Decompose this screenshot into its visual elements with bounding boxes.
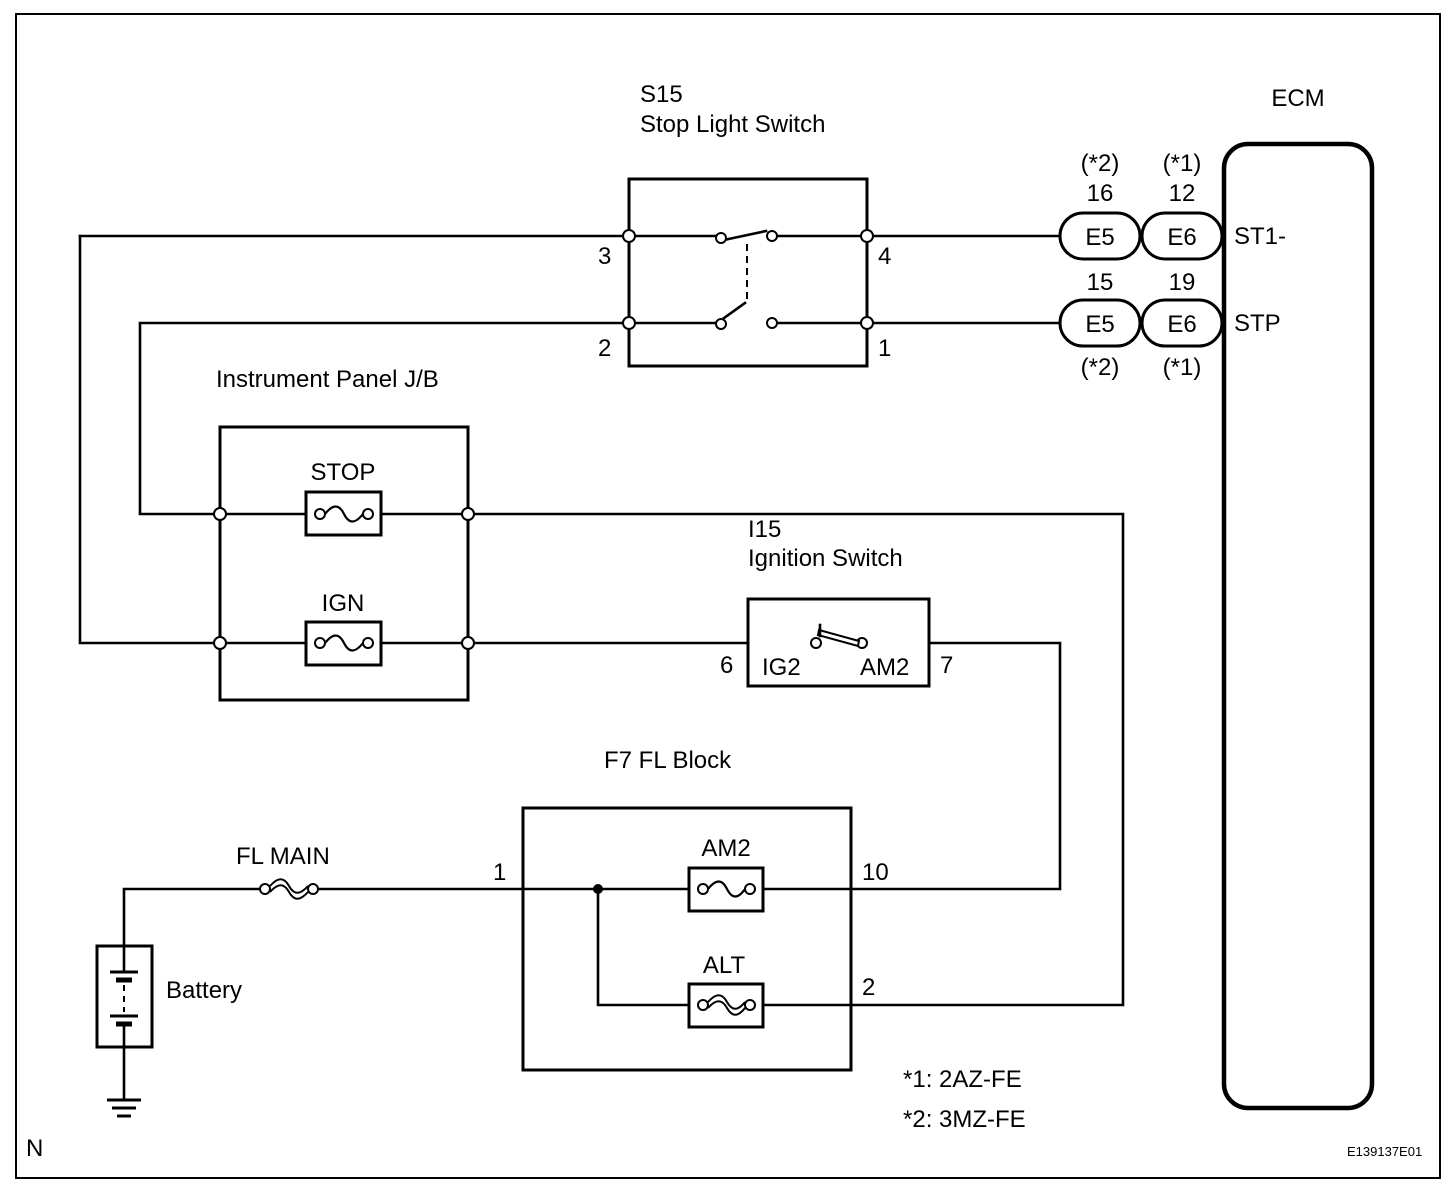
ecm-pin-stp: STP — [1234, 310, 1281, 337]
fuse-ign-label: IGN — [322, 590, 365, 617]
fl-block-pin-10: 10 — [862, 859, 889, 886]
ignition-code: I15 — [748, 516, 781, 543]
stop-switch-pin-4: 4 — [878, 243, 891, 270]
fl-main-icon — [269, 884, 309, 900]
ignition-switch-blade — [816, 628, 861, 648]
stop-switch-pin-2: 2 — [598, 335, 611, 362]
connector-e6-bottom-pin: 19 — [1169, 269, 1196, 296]
ignition-name: Ignition Switch — [748, 545, 903, 572]
ground-icon — [107, 1098, 141, 1118]
note-2: *2: 3MZ-FE — [903, 1106, 1026, 1133]
connector-e6-bottom — [1140, 298, 1224, 348]
connector-top — [1058, 211, 1224, 261]
battery-label: Battery — [166, 977, 242, 1004]
stop-switch-pin-3: 3 — [598, 243, 611, 270]
jb-box — [218, 425, 470, 702]
stop-switch-terminal-1 — [860, 316, 874, 330]
connector-e6-bottom-note: (*1) — [1163, 354, 1202, 381]
connector-e5-top — [1058, 211, 1142, 261]
ecm-box — [1221, 141, 1375, 1111]
connector-e6-bottom-label: E6 — [1167, 311, 1196, 338]
fuse-stop-label: STOP — [311, 459, 376, 486]
diagram-frame — [15, 13, 1441, 1179]
ignition-term-am2: AM2 — [860, 654, 909, 681]
fuse-stop-icon — [324, 505, 364, 523]
connector-e6-top — [1140, 211, 1224, 261]
connector-e5-bottom-label: E5 — [1085, 311, 1114, 338]
ecm-title: ECM — [1271, 85, 1324, 112]
fl-block-box — [521, 806, 853, 1072]
connector-e5-top-note: (*2) — [1081, 150, 1120, 177]
connector-e5-top-label: E5 — [1085, 224, 1114, 251]
connector-e5-bottom-pin: 15 — [1087, 269, 1114, 296]
connector-bottom — [1058, 298, 1224, 348]
fl-block-name: F7 FL Block — [604, 747, 732, 774]
stop-switch-blade-bottom — [722, 301, 747, 320]
fuse-ign-icon — [324, 634, 364, 652]
connector-e5-bottom-note: (*2) — [1081, 354, 1120, 381]
stop-switch-terminal-3 — [622, 229, 636, 243]
stop-light-switch — [622, 177, 874, 368]
fl-main-fuse — [259, 878, 319, 900]
ignition-switch-box — [746, 597, 931, 688]
connector-e5-top-pin: 16 — [1087, 180, 1114, 207]
instrument-panel-jb — [213, 425, 475, 702]
fl-block — [521, 806, 853, 1072]
ignition-pin-6: 6 — [720, 652, 733, 679]
connector-e6-top-label: E6 — [1167, 224, 1196, 251]
connector-e6-top-note: (*1) — [1163, 150, 1202, 177]
stop-switch-pin-1: 1 — [878, 335, 891, 362]
fuse-alt-label: ALT — [703, 952, 746, 979]
fuse-am2-label: AM2 — [701, 835, 750, 862]
connector-e6-top-pin: 12 — [1169, 180, 1196, 207]
corner-left-label: N — [26, 1135, 43, 1162]
ignition-pin-7: 7 — [940, 652, 953, 679]
stop-switch-terminal-2 — [622, 316, 636, 330]
ignition-switch — [746, 597, 931, 688]
fl-main-label: FL MAIN — [236, 843, 330, 870]
fuse-alt-icon — [707, 1000, 746, 1016]
stop-switch-name: Stop Light Switch — [640, 111, 825, 138]
ignition-term-ig2: IG2 — [762, 654, 801, 681]
stop-switch-code: S15 — [640, 81, 683, 108]
fuse-am2-icon — [707, 880, 746, 898]
ecm-pin-st1: ST1- — [1234, 223, 1286, 250]
stop-switch-blade-top — [722, 229, 768, 242]
stop-switch-box — [627, 177, 869, 368]
fl-block-pin-1: 1 — [493, 859, 506, 886]
figure-code: E139137E01 — [1347, 1144, 1422, 1159]
stop-switch-terminal-4 — [860, 229, 874, 243]
fl-block-pin-2: 2 — [862, 974, 875, 1001]
jb-name: Instrument Panel J/B — [216, 366, 439, 393]
battery — [95, 944, 154, 1049]
note-1: *1: 2AZ-FE — [903, 1066, 1022, 1093]
wires — [78, 234, 1125, 1102]
connector-e5-bottom — [1058, 298, 1142, 348]
